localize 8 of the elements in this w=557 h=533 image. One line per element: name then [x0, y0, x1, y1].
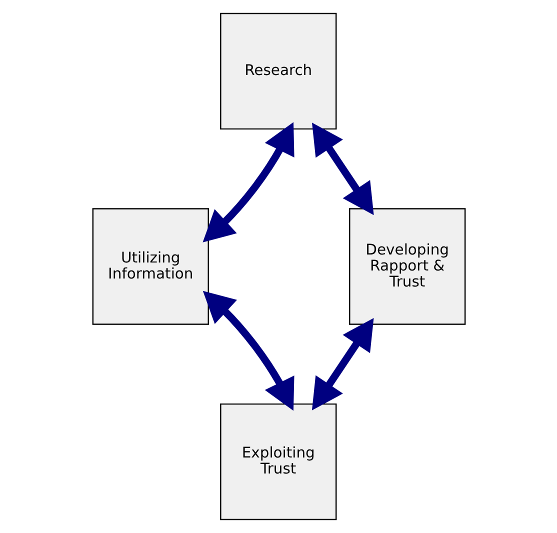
arrow: [202, 290, 294, 411]
arrow: [311, 122, 374, 216]
node-box: Research: [220, 12, 336, 130]
node-box: Developing Rapport & Trust: [348, 208, 466, 325]
node-box: Exploiting Trust: [220, 403, 336, 520]
node-box: Utilizing Information: [92, 208, 208, 325]
arrow: [202, 122, 294, 242]
arrow: [311, 318, 374, 410]
